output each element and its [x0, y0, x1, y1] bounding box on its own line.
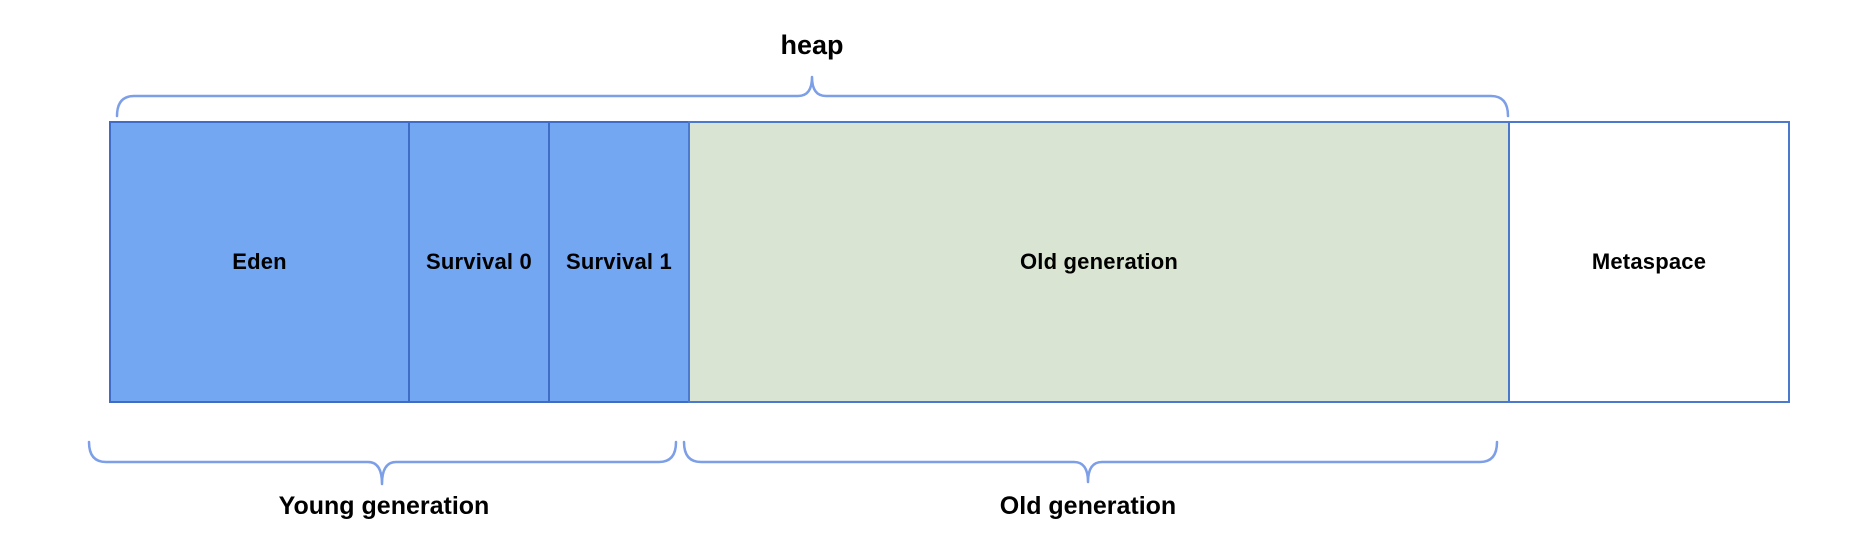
old-generation-box-label: Old generation — [1019, 249, 1179, 274]
metaspace-label: Metaspace — [1591, 249, 1707, 274]
survival0-label: Survival 0 — [426, 249, 532, 274]
old-generation-box: Old generation — [688, 121, 1510, 403]
heap-brace — [115, 75, 1510, 118]
young-generation-label: Young generation — [278, 492, 490, 520]
old-generation-brace — [682, 440, 1499, 484]
eden-box: Eden — [109, 121, 410, 403]
young-generation-brace — [87, 440, 678, 486]
old-generation-label: Old generation — [999, 492, 1177, 520]
heap-label: heap — [780, 30, 844, 60]
eden-label: Eden — [232, 249, 287, 274]
survival0-box: Survival 0 — [408, 121, 550, 403]
metaspace-box: Metaspace — [1508, 121, 1790, 403]
survival1-box: Survival 1 — [548, 121, 690, 403]
survival1-label: Survival 1 — [566, 249, 672, 274]
